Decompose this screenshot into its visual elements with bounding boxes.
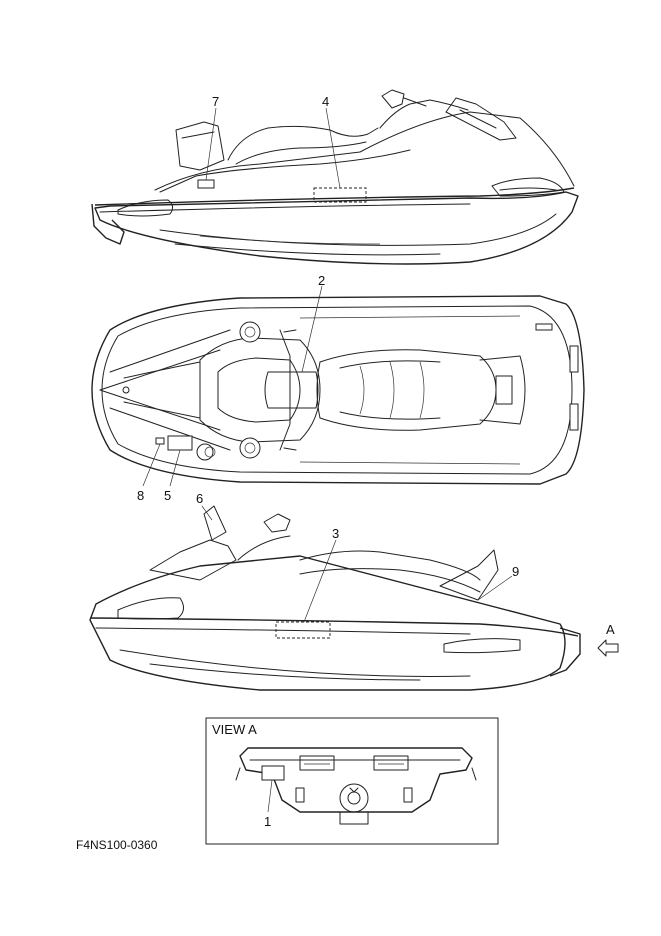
side-view-right xyxy=(91,89,579,265)
view-a-title: VIEW A xyxy=(212,722,257,737)
side-view-left xyxy=(89,505,619,691)
view-a-panel xyxy=(205,717,499,845)
callout-3: 3 xyxy=(332,526,339,541)
callout-6: 6 xyxy=(196,491,203,506)
view-arrow-label: A xyxy=(606,622,615,637)
top-view xyxy=(91,295,585,485)
leader-lines xyxy=(142,107,513,813)
callout-9: 9 xyxy=(512,564,519,579)
callout-5: 5 xyxy=(164,488,171,503)
callout-2: 2 xyxy=(318,273,325,288)
callout-8: 8 xyxy=(137,488,144,503)
callout-4: 4 xyxy=(322,94,329,109)
figure-code: F4NS100-0360 xyxy=(76,838,158,852)
callout-1: 1 xyxy=(264,814,271,829)
callout-7: 7 xyxy=(212,94,219,109)
